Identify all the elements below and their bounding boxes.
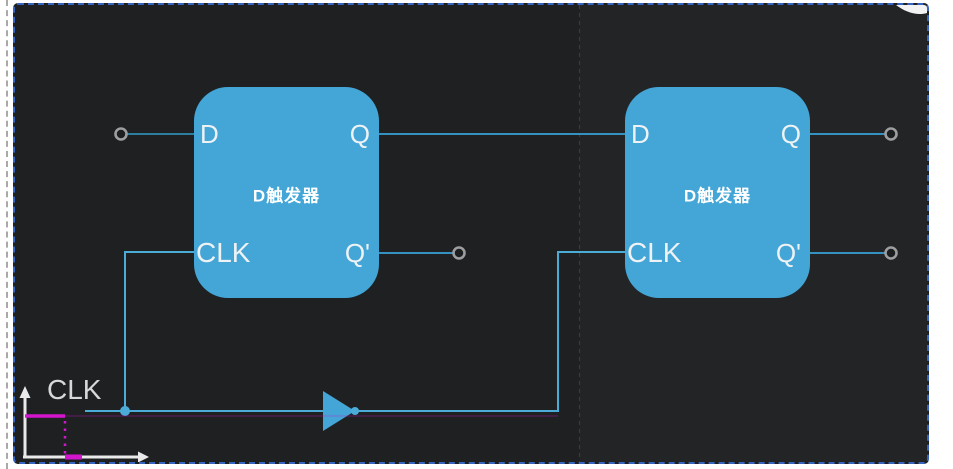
waveform-y-axis-arrow-icon bbox=[19, 386, 31, 398]
port-ff2-q-output[interactable] bbox=[884, 127, 898, 141]
clock-buffer-icon[interactable] bbox=[323, 391, 355, 431]
ff2-title: D触发器 bbox=[683, 186, 752, 206]
ff2-pin-q-label: Q bbox=[780, 119, 801, 149]
corner-artifact bbox=[896, 5, 927, 15]
left-guide-dashed-line bbox=[6, 0, 8, 469]
ff1-pin-qn-label: Q' bbox=[344, 238, 370, 268]
wire-clock-to-ff1-clk[interactable] bbox=[124, 251, 194, 411]
ff1-pin-clk-label: CLK bbox=[196, 237, 251, 268]
ff2-pin-qn-label: Q' bbox=[775, 238, 801, 268]
ff1-pin-q-label: Q bbox=[349, 119, 370, 149]
port-ff1-qn-output[interactable] bbox=[452, 246, 466, 260]
waveform-x-axis-arrow-icon bbox=[138, 451, 149, 462]
clock-annotation-label: CLK bbox=[47, 374, 102, 405]
wire-clock-to-ff2-clk[interactable] bbox=[355, 251, 625, 412]
diagram-canvas[interactable]: D Q CLK Q' D触发器 D Q CLK Q' D触发器 CLK bbox=[13, 3, 929, 464]
d-flipflop-1[interactable]: D Q CLK Q' D触发器 bbox=[194, 87, 379, 298]
port-ff2-qn-output[interactable] bbox=[884, 246, 898, 260]
port-ff1-d-input[interactable] bbox=[114, 127, 128, 141]
ff2-pin-clk-label: CLK bbox=[627, 237, 682, 268]
wiring-layer bbox=[19, 5, 927, 462]
ff1-title: D触发器 bbox=[252, 186, 321, 206]
clock-junction-dot bbox=[120, 406, 130, 416]
ff1-pin-d-label: D bbox=[200, 119, 219, 149]
d-flipflop-2[interactable]: D Q CLK Q' D触发器 bbox=[625, 87, 810, 298]
ff2-pin-d-label: D bbox=[631, 119, 650, 149]
